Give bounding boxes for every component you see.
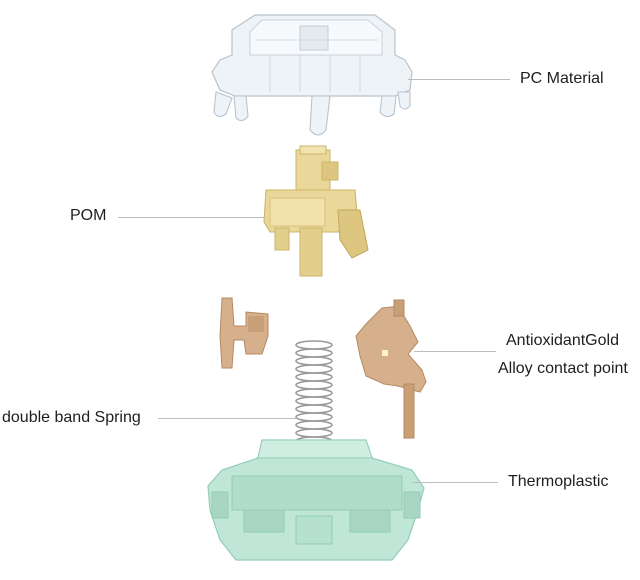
- leader-line-thermoplastic: [412, 482, 498, 483]
- label-pc-material: PC Material: [520, 70, 604, 87]
- label-pom: POM: [70, 207, 107, 224]
- top-housing-part: [211, 14, 413, 136]
- leader-line-spring: [158, 418, 296, 419]
- leader-line-pc-material: [408, 79, 510, 80]
- stem-part: [263, 145, 369, 277]
- label-contacts-line2: Alloy contact point: [498, 360, 628, 377]
- label-spring: double band Spring: [2, 409, 141, 426]
- leader-line-pom: [118, 217, 266, 218]
- leader-line-contacts: [414, 351, 496, 352]
- label-contacts-line1: AntioxidantGold: [506, 332, 619, 349]
- right-contact-part: [355, 299, 427, 439]
- label-thermoplastic: Thermoplastic: [508, 473, 609, 490]
- bottom-housing-part: [207, 439, 425, 561]
- left-contact-part: [219, 297, 269, 369]
